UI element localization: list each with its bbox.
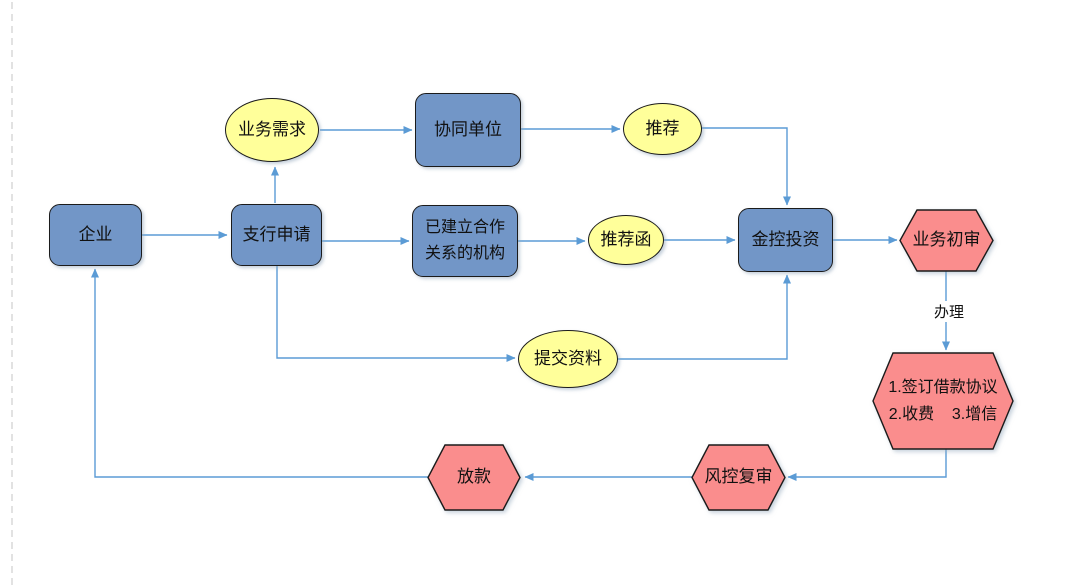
node-business-demand[interactable]: 业务需求 — [225, 98, 319, 162]
node-jinkong-investment[interactable]: 金控投资 — [738, 208, 833, 272]
node-sign-agreement-line1: 1.签订借款协议 — [888, 378, 998, 396]
node-submit-materials[interactable]: 提交资料 — [518, 330, 618, 388]
edge-sign-agreement-to-risk-recheck — [787, 449, 947, 481]
hexagon-shape — [427, 444, 521, 511]
edge-label-banli: 办理 — [918, 301, 980, 322]
edge-submit-materials-to-jinkong — [618, 274, 791, 360]
node-business-initial-review-label: 业务初审 — [912, 230, 981, 250]
hexagon-shape — [691, 444, 786, 511]
node-loan-disbursement-label: 放款 — [457, 467, 491, 487]
node-jinkong-investment-label: 金控投资 — [751, 229, 820, 249]
node-business-initial-review[interactable]: 业务初审 — [899, 209, 994, 272]
hexagon-shape — [872, 352, 1014, 450]
node-branch-application-label: 支行申请 — [242, 224, 311, 244]
edge-loan-to-enterprise — [91, 268, 428, 478]
node-sign-agreement[interactable]: 1.签订借款协议 2.收费 3.增信 — [872, 352, 1014, 450]
hexagon-shape — [899, 209, 994, 272]
node-recommendation-letter-label: 推荐函 — [600, 229, 652, 249]
edge-recommend-to-jinkong — [702, 127, 791, 206]
node-risk-control-recheck[interactable]: 风控复审 — [691, 444, 786, 511]
node-business-demand-label: 业务需求 — [238, 119, 306, 139]
node-sign-agreement-line2: 2.收费 3.增信 — [888, 406, 998, 423]
node-partner-institution-line1: 已建立合作 — [424, 218, 505, 236]
node-recommend[interactable]: 推荐 — [623, 103, 702, 155]
node-enterprise[interactable]: 企业 — [49, 204, 142, 266]
node-sign-agreement-label: 1.签订借款协议 2.收费 3.增信 — [888, 374, 997, 428]
edge-branch-to-submit-materials — [276, 266, 516, 362]
node-risk-control-recheck-label: 风控复审 — [704, 467, 773, 487]
node-recommend-label: 推荐 — [645, 118, 680, 138]
node-submit-materials-label: 提交资料 — [534, 348, 602, 368]
node-branch-application[interactable]: 支行申请 — [231, 204, 322, 266]
node-collaborating-unit-label: 协同单位 — [434, 119, 502, 139]
node-recommendation-letter[interactable]: 推荐函 — [588, 215, 664, 265]
node-loan-disbursement[interactable]: 放款 — [427, 444, 521, 511]
node-collaborating-unit[interactable]: 协同单位 — [415, 93, 521, 167]
node-enterprise-label: 企业 — [78, 224, 113, 244]
node-partner-institution-line2: 关系的机构 — [424, 245, 505, 262]
node-partner-institution[interactable]: 已建立合作 关系的机构 — [412, 205, 518, 277]
node-partner-institution-label: 已建立合作 关系的机构 — [425, 215, 505, 268]
